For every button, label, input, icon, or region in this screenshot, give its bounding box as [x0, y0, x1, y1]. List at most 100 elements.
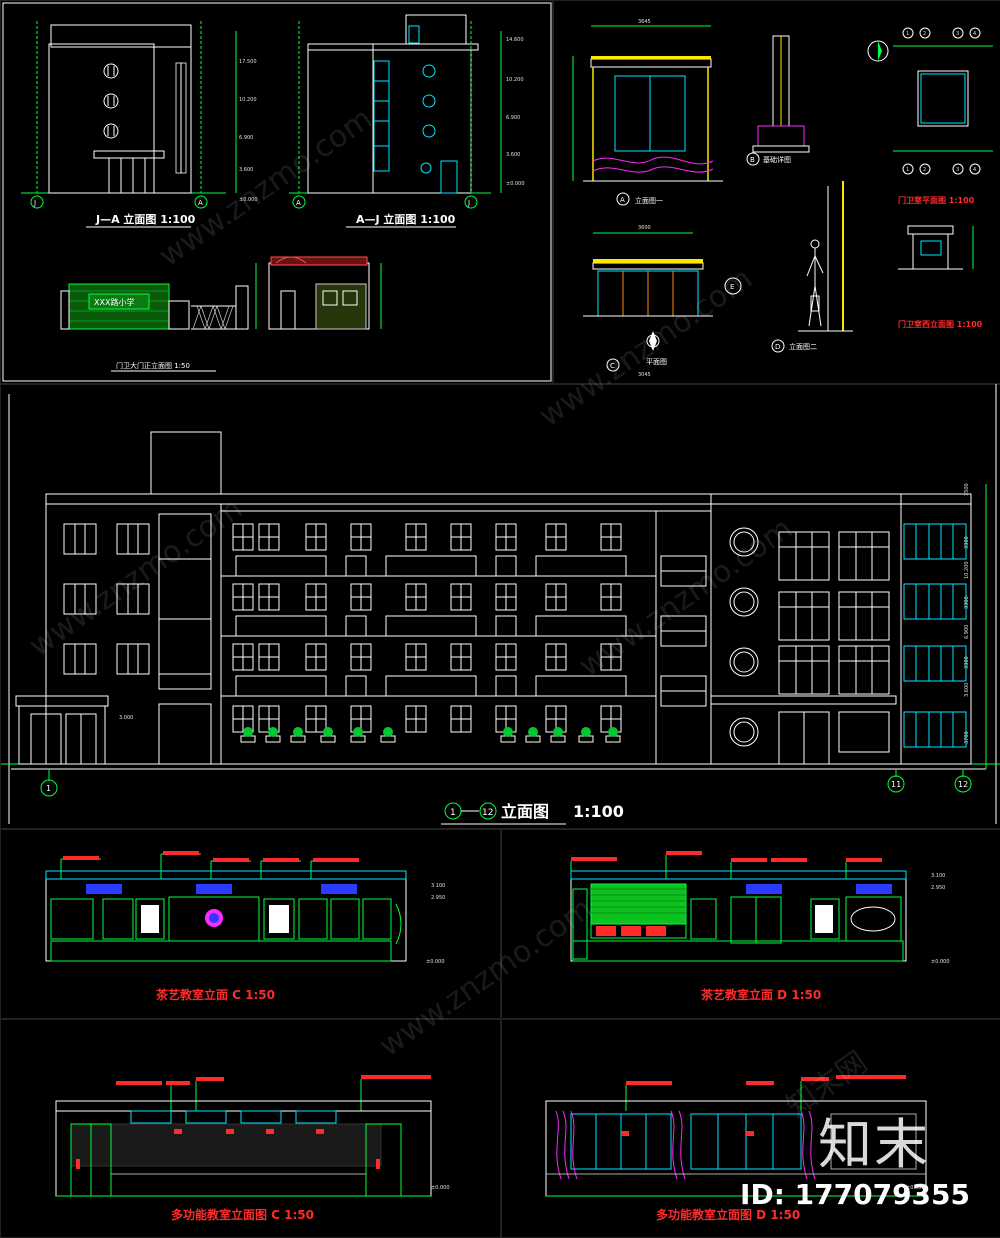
panel-tea-room-d: 3.100 2.950 ±0.000 茶艺教室立面 D 1:50 — [500, 828, 1000, 1020]
svg-text:3.100: 3.100 — [431, 883, 445, 889]
svg-text:±0.000: ±0.000 — [426, 959, 445, 965]
svg-text:1: 1 — [450, 808, 456, 818]
svg-text:1: 1 — [906, 167, 909, 173]
drawing-multi-room-d: ±0.000 多功能教室立面图 D 1:50 — [545, 1075, 927, 1222]
tea-c-ceiling-lights — [86, 884, 357, 894]
tea-room-c-title: 茶艺教室立面 C 1:50 — [155, 987, 275, 1002]
axis-bubble-a — [194, 195, 208, 209]
drawing-guard-details: 3645 A 立面图一 B 基础详图 1 2 3 4 1 2 3 4 门卫室平面… — [572, 19, 993, 378]
tea-d-leaders — [570, 851, 882, 879]
axis-label: A — [198, 199, 203, 207]
svg-text:12: 12 — [482, 808, 493, 818]
multi-c-red-marks — [174, 1129, 324, 1134]
tea-d-panels — [572, 888, 904, 962]
svg-text:3600: 3600 — [638, 225, 651, 231]
drawing-tea-room-d: 3.100 2.950 ±0.000 茶艺教室立面 D 1:50 — [570, 851, 950, 1002]
canopy-elevation-1: 3645 — [572, 19, 723, 182]
plan-title: 平面图 — [646, 358, 667, 366]
svg-text:12: 12 — [958, 780, 968, 789]
planter-foliage — [553, 727, 563, 737]
multi-room-d-title: 多功能教室立面图 D 1:50 — [656, 1207, 800, 1222]
panel-multi-room-c: ±0.000 多功能教室立面图 C 1:50 — [0, 1018, 502, 1238]
multi-c-leaders — [116, 1075, 431, 1111]
elevation-a-j — [289, 14, 491, 194]
svg-text:3: 3 — [956, 31, 959, 37]
gate-elevation-title: 门卫大门正立面图 1:50 — [116, 361, 190, 370]
svg-text:3045: 3045 — [638, 372, 651, 378]
planter-foliage — [528, 727, 538, 737]
planter-foliage — [383, 727, 393, 737]
svg-text:3300: 3300 — [964, 596, 970, 609]
svg-text:3700: 3700 — [964, 731, 970, 744]
svg-text:6.900: 6.900 — [964, 625, 970, 639]
svg-text:3.600: 3.600 — [506, 152, 520, 158]
drawing-tea-room-c: 3.100 2.950 ±0.000 茶艺教室立面 C 1:50 — [45, 851, 445, 1002]
svg-text:10.200: 10.200 — [964, 562, 970, 580]
side-elevation — [798, 181, 853, 332]
svg-text:1: 1 — [906, 31, 909, 37]
svg-text:4: 4 — [973, 167, 976, 173]
svg-text:3: 3 — [956, 167, 959, 173]
axis-label: J — [33, 199, 36, 207]
svg-text:3.600: 3.600 — [239, 167, 253, 173]
multi-d-windows — [570, 1113, 802, 1170]
level-annotations: 1500 3300 10.200 3300 6.900 3300 3.600 3… — [119, 483, 987, 769]
main-axes: 1 11 12 — [40, 769, 972, 797]
svg-text:3.100: 3.100 — [931, 873, 945, 879]
tea-d-shelf — [590, 883, 687, 939]
svg-text:3645: 3645 — [638, 19, 651, 25]
main-elevation-title: 1 12 立面图 1:100 — [441, 802, 624, 825]
foundation-detail — [752, 35, 810, 153]
gate-sign: XXX路小学 — [94, 297, 134, 307]
multi-room-c-title: 多功能教室立面图 C 1:50 — [171, 1207, 314, 1222]
multi-c-windows — [130, 1110, 337, 1124]
svg-text:3300: 3300 — [964, 536, 970, 549]
axis-label: A — [296, 199, 301, 207]
svg-text:3.000: 3.000 — [119, 715, 133, 721]
svg-text:4: 4 — [973, 31, 976, 37]
image-id-label: ID: 177079355 — [740, 1178, 970, 1211]
svg-text:C: C — [610, 362, 615, 370]
svg-text:±0.000: ±0.000 — [906, 1185, 925, 1191]
planter-foliage — [268, 727, 278, 737]
svg-text:A: A — [620, 196, 625, 204]
gate-elevation: XXX路小学 — [60, 256, 382, 331]
axis-bubble-j — [30, 195, 44, 209]
axis-label: J — [467, 199, 470, 207]
tea-c-leaders — [60, 851, 359, 879]
drawing-main-elevation: 1500 3300 10.200 3300 6.900 3300 3.600 3… — [1, 384, 1000, 825]
panel-elevations-gate: J A J—A 立面图 1:100 A J A—J 立面图 1:100 17.5… — [0, 0, 554, 385]
guard-plan-axes: 1 2 3 4 1 2 3 4 — [902, 27, 981, 175]
svg-text:3300: 3300 — [964, 656, 970, 669]
panel-guard-details: 3645 A 立面图一 B 基础详图 1 2 3 4 1 2 3 4 门卫室平面… — [552, 0, 1000, 385]
svg-text:±0.000: ±0.000 — [431, 1185, 450, 1191]
svg-text:±0.000: ±0.000 — [506, 181, 525, 187]
svg-text:2.950: 2.950 — [431, 895, 445, 901]
foundation-title: 基础详图 — [763, 155, 791, 164]
svg-text:3.600: 3.600 — [964, 683, 970, 697]
planters — [240, 727, 621, 743]
drawing-elevations-gate: J A J—A 立面图 1:100 A J A—J 立面图 1:100 17.5… — [2, 2, 552, 382]
section-marker-e: E — [724, 277, 742, 295]
svg-text:2.950: 2.950 — [931, 885, 945, 891]
canopy-plan-marker: 平面图 C 3045 — [606, 331, 667, 378]
right-cyan-windows — [903, 523, 967, 748]
planter-foliage — [293, 727, 303, 737]
svg-text:2: 2 — [923, 167, 926, 173]
side-elevation-title: 立面图二 — [789, 342, 817, 351]
level-markers: 17.500 10.200 6.900 3.600 ±0.000 14.600 … — [235, 31, 525, 203]
axis-bubble-a2 — [292, 195, 306, 209]
right-block — [729, 527, 890, 765]
left-block-windows — [30, 513, 212, 765]
front-elevation-title: 立面图一 — [635, 196, 663, 205]
svg-text:B: B — [750, 156, 755, 164]
tea-c-art — [141, 905, 289, 933]
panel-main-elevation: 1500 3300 10.200 3300 6.900 3300 3.600 3… — [0, 383, 1000, 830]
svg-text:E: E — [730, 283, 734, 291]
brand-watermark: 知末 — [818, 1113, 930, 1176]
panel-multi-room-d: ±0.000 多功能教室立面图 D 1:50 — [500, 1018, 1000, 1238]
svg-text:±0.000: ±0.000 — [931, 959, 950, 965]
guard-west-elevation — [898, 225, 974, 270]
svg-text:14.600: 14.600 — [506, 37, 524, 43]
middle-block-windows[interactable] — [232, 523, 622, 733]
